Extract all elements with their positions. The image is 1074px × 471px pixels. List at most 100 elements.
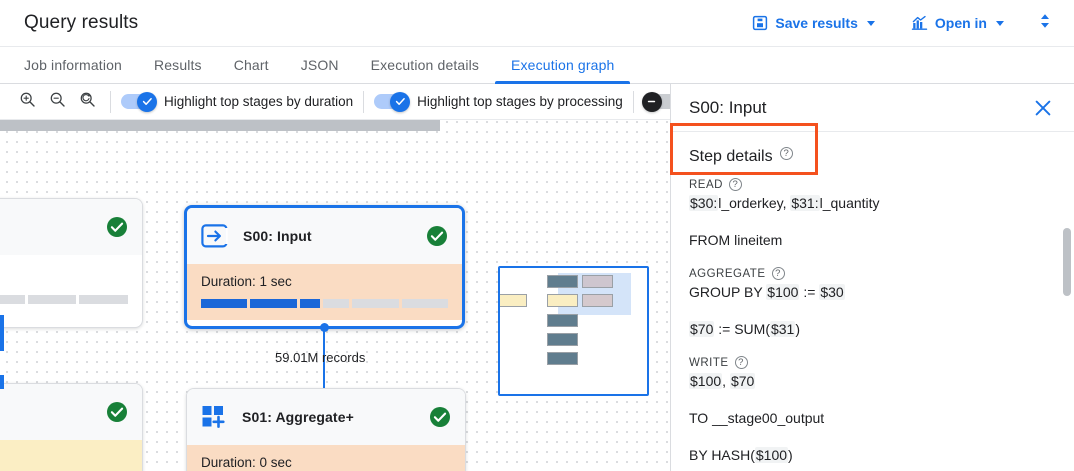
minimap-node: [547, 333, 578, 346]
help-circle-icon[interactable]: ?: [734, 356, 748, 369]
zoom-out-icon: [49, 91, 66, 113]
minimap-node: [582, 294, 613, 307]
toggle-label-processing: Highlight top stages by processing: [417, 94, 623, 109]
chevron-down-icon: [996, 20, 1004, 26]
tab-job-information[interactable]: Job information: [24, 57, 122, 73]
node-title: S00: Input: [243, 228, 312, 244]
toggle-label-duration: Highlight top stages by duration: [164, 94, 354, 109]
graph-edge-stub: [0, 315, 4, 351]
toolbar-divider: [363, 90, 365, 113]
check-circle-icon: [429, 406, 451, 428]
graph-node-partial-lower[interactable]: [0, 383, 143, 471]
node-body: Duration: 0 sec: [187, 445, 465, 471]
node-header: S00: Input: [187, 208, 462, 264]
toggle-highlight-by-processing[interactable]: Highlight top stages by processing: [374, 91, 623, 112]
zoom-in-icon: [19, 91, 36, 113]
detail-keyword-write: WRITE ?: [689, 356, 1056, 369]
tab-execution-graph[interactable]: Execution graph: [495, 47, 631, 84]
node-header: S01: Aggregate+: [187, 389, 465, 445]
page-title: Query results: [24, 12, 139, 33]
graph-node-partial-upper[interactable]: [0, 198, 143, 328]
help-circle-icon[interactable]: ?: [771, 267, 785, 280]
toggle-switch-off[interactable]: [641, 91, 678, 112]
page-header: Query results Save results: [0, 0, 1074, 46]
help-circle-icon[interactable]: ?: [728, 178, 742, 191]
header-actions: Save results Open in: [742, 7, 1074, 40]
tab-bar: Job information Results Chart JSON Execu…: [0, 46, 1074, 84]
toggle-knob: [641, 91, 662, 112]
graph-toolbar: Highlight top stages by duration Highlig…: [0, 84, 680, 120]
toggle-knob: [137, 91, 157, 112]
detail-line-by-hash: BY HASH($100): [689, 447, 793, 463]
panel-header: S00: Input: [671, 84, 1074, 132]
panel-body: Step details ? READ ? $30:l_orderkey, $3…: [671, 146, 1074, 466]
toggle-third-option[interactable]: [641, 91, 678, 112]
execution-graph-minimap[interactable]: [498, 266, 649, 396]
toggle-switch-on[interactable]: [121, 91, 157, 112]
detail-keyword-read: READ ?: [689, 178, 1056, 191]
node-body: Duration: 1 sec: [187, 264, 462, 320]
node-progress-bar: [201, 299, 449, 308]
save-results-button[interactable]: Save results: [742, 9, 885, 37]
check-circle-icon: [106, 401, 128, 423]
panel-vertical-scrollbar[interactable]: [1063, 228, 1071, 296]
node-progress-bar: [0, 295, 128, 304]
node-title: S01: Aggregate+: [242, 409, 354, 425]
detail-line-write-columns: $100, $70: [689, 373, 756, 389]
step-details-label: Step details: [689, 148, 773, 165]
graph-edge-label: 59.01M records: [275, 350, 366, 365]
open-in-button[interactable]: Open in: [901, 9, 1014, 37]
node-duration-label: Duration: 0 sec: [201, 455, 292, 470]
step-details-panel: S00: Input Step details ? READ ? $30:l_o…: [670, 84, 1074, 471]
detail-line-sum: $70 := SUM($31): [689, 321, 801, 337]
minimap-node: [547, 352, 578, 365]
node-body: [0, 255, 142, 316]
detail-line-group-by: GROUP BY $100 := $30: [689, 284, 845, 300]
toggle-knob: [390, 91, 411, 112]
step-details-heading: Step details ?: [689, 146, 1056, 166]
detail-keyword-label: READ: [689, 178, 723, 191]
graph-edge-line: [323, 328, 326, 392]
detail-keyword-label: AGGREGATE: [689, 267, 766, 280]
canvas-horizontal-scrollbar[interactable]: [0, 120, 440, 131]
execution-graph-canvas[interactable]: S00: Input Duration: 1 sec 59.01M record…: [0, 120, 680, 471]
toggle-highlight-by-duration[interactable]: Highlight top stages by duration: [121, 91, 354, 112]
panel-title: S00: Input: [689, 97, 767, 117]
zoom-controls: [0, 89, 100, 115]
input-arrow-icon: [201, 223, 229, 249]
aggregate-plus-icon: [201, 404, 228, 430]
close-icon[interactable]: [1030, 95, 1056, 121]
zoom-in-button[interactable]: [14, 89, 40, 115]
detail-line-from: FROM lineitem: [689, 232, 783, 248]
tab-results[interactable]: Results: [153, 57, 202, 73]
detail-line-to: TO __stage00_output: [689, 410, 825, 426]
graph-node-s01-aggregate[interactable]: S01: Aggregate+ Duration: 0 sec: [186, 388, 466, 471]
graph-node-s00-input[interactable]: S00: Input Duration: 1 sec: [184, 205, 465, 329]
save-disk-icon: [752, 15, 768, 31]
minimap-node: [500, 294, 527, 307]
zoom-reset-icon: [79, 91, 96, 113]
minimap-node: [582, 275, 613, 288]
zoom-out-button[interactable]: [44, 89, 70, 115]
graph-edge-source-dot: [320, 323, 329, 332]
tab-json[interactable]: JSON: [300, 57, 339, 73]
node-body: [0, 440, 142, 471]
detail-keyword-label: WRITE: [689, 356, 729, 369]
minimap-node: [547, 314, 578, 327]
node-header: [0, 384, 142, 440]
minimap-node: [547, 294, 578, 307]
help-circle-icon[interactable]: ?: [779, 146, 793, 160]
tab-execution-details[interactable]: Execution details: [370, 57, 480, 73]
expand-collapse-button[interactable]: [1030, 7, 1060, 40]
zoom-reset-button[interactable]: [74, 89, 100, 115]
toolbar-divider: [110, 90, 111, 113]
graph-edge-stub: [0, 375, 4, 389]
check-circle-icon: [106, 216, 128, 238]
expand-collapse-chevrons-icon: [1038, 11, 1052, 36]
detail-line-read-columns: $30:l_orderkey, $31:l_quantity: [689, 195, 880, 211]
tab-chart[interactable]: Chart: [233, 57, 269, 73]
toggle-switch-on[interactable]: [374, 91, 411, 112]
minimap-node: [547, 275, 578, 288]
node-duration-label: Duration: 1 sec: [201, 274, 292, 289]
